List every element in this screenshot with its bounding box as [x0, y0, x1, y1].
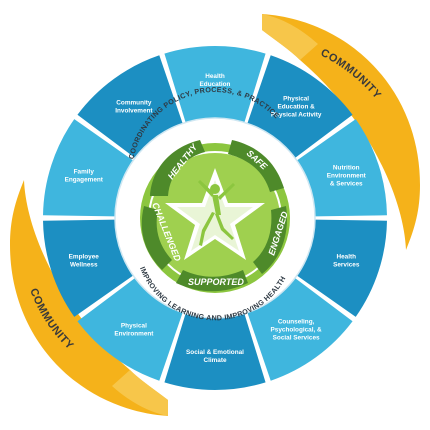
component-label-line: Family [74, 168, 95, 175]
component-label-line: Health [205, 73, 225, 80]
component-label-line: Climate [203, 357, 227, 364]
component-segment [247, 55, 353, 158]
community-ribbon-top [262, 14, 420, 250]
component-label-line: Community [116, 99, 152, 106]
component-segment [164, 313, 266, 391]
jumping-student-icon [198, 180, 235, 246]
component-label-line: Social & Emotional [186, 349, 244, 356]
coordinating-ring-border [114, 117, 316, 319]
component-segment [43, 219, 134, 317]
component-label-line: Physical Activity [271, 111, 322, 118]
component-label-line: Counseling, [278, 319, 315, 326]
component-label-line: Services [333, 262, 360, 269]
component-label-line: Environment [327, 172, 367, 179]
component-segment [296, 219, 387, 317]
component-segment [43, 119, 134, 217]
component-segment [296, 119, 387, 217]
component-segment [247, 278, 353, 381]
star-inner [177, 180, 253, 251]
component-label-line: Involvement [115, 107, 153, 114]
component-label-line: Physical [283, 95, 309, 102]
component-label-line: Social Services [273, 335, 320, 342]
component-label-line: Engagement [65, 176, 104, 183]
component-label-line: & Services [330, 180, 363, 187]
component-label-line: Health [336, 254, 356, 261]
component-label-line: Environment [114, 331, 154, 338]
component-label-line: Wellness [70, 262, 98, 269]
component-segment [77, 278, 183, 381]
tenet-supported: SUPPORTED [176, 270, 248, 292]
component-label-line: Employee [69, 254, 100, 261]
component-label-line: Physical [121, 323, 147, 330]
component-label-line: Education & [277, 103, 315, 110]
community-ribbon-bottom [10, 180, 168, 416]
component-label-line: Nutrition [333, 164, 360, 171]
component-label-line: Education [200, 81, 231, 88]
svg-text:SUPPORTED: SUPPORTED [188, 277, 244, 287]
component-segment [77, 55, 183, 158]
component-label: Counseling,Psychological, &Social Servic… [271, 319, 323, 342]
component-label-line: Psychological, & [271, 327, 323, 334]
component-segment [164, 45, 266, 123]
